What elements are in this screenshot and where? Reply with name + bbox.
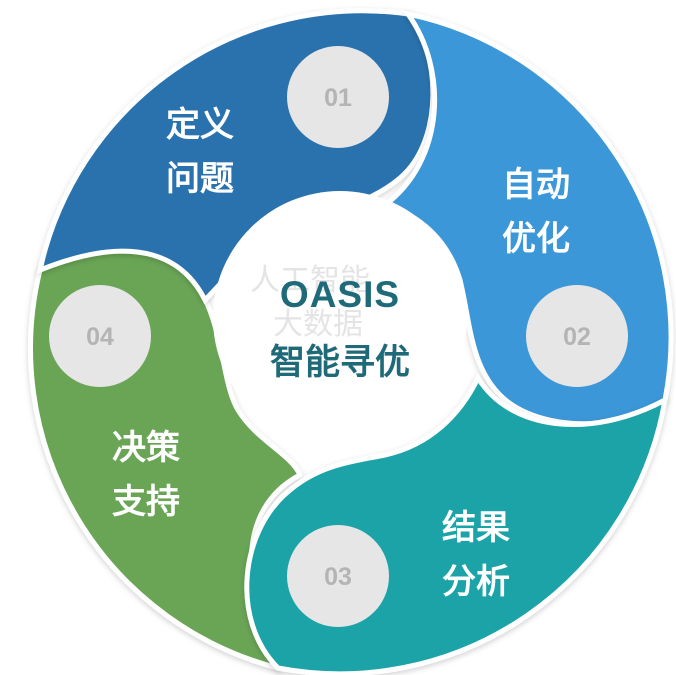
segment-03-label-line2: 分析	[442, 562, 510, 602]
center-watermark-line2: 大数据	[273, 307, 363, 342]
number-circle-04	[49, 285, 151, 387]
segment-01-label-line2: 问题	[166, 159, 234, 199]
center-circle	[213, 191, 467, 445]
segment-03-number: 03	[324, 563, 352, 591]
center-title: OASIS	[280, 274, 400, 315]
segment-04-label-line2: 支持	[112, 482, 180, 522]
segment-02-label-line2: 优化	[502, 219, 570, 259]
number-circle-01	[287, 46, 389, 148]
center-watermark-line1: 人工智能	[250, 263, 370, 298]
segment-04-number: 04	[86, 323, 114, 351]
number-circle-02	[526, 285, 628, 387]
segment-01-label-line1: 定义	[166, 105, 234, 145]
segment-02-label-line1: 自动	[502, 165, 570, 205]
center-subtitle: 智能寻优	[270, 343, 410, 383]
segment-02-number: 02	[563, 323, 591, 351]
segment-04-label-line1: 决策	[112, 428, 180, 468]
segment-01-number: 01	[324, 84, 352, 112]
segment-03-label-line1: 结果	[442, 508, 510, 548]
number-circle-03	[287, 525, 389, 627]
